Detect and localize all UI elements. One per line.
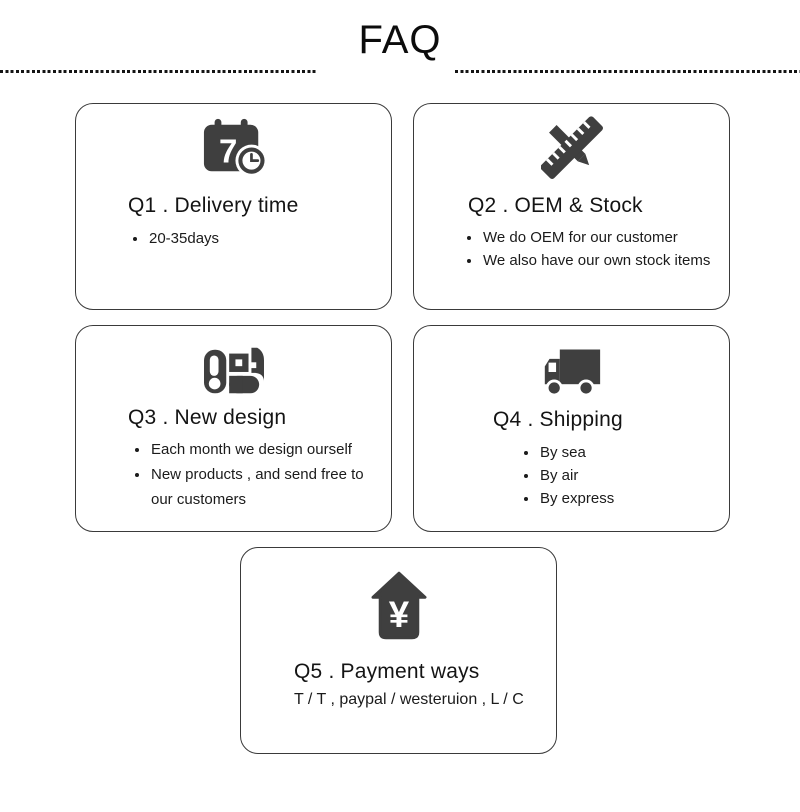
blueprint-icon xyxy=(76,346,391,396)
faq-card-oem-stock: Q2 . OEM & Stock We do OEM for our custo… xyxy=(413,103,730,310)
card-title: Q5 . Payment ways xyxy=(294,660,480,683)
list-item: New products , and send free to our cust… xyxy=(150,462,383,512)
card-title: Q3 . New design xyxy=(128,406,287,429)
calendar-clock-icon: 7 xyxy=(76,118,391,178)
svg-text:¥: ¥ xyxy=(388,594,409,635)
bullet-list: Each month we design ourself New product… xyxy=(128,437,383,512)
truck-icon xyxy=(414,346,729,398)
list-item: We do OEM for our customer xyxy=(482,226,721,249)
card-title: Q1 . Delivery time xyxy=(128,194,299,217)
bullet-list: We do OEM for our customer We also have … xyxy=(468,226,721,272)
dotted-divider-left xyxy=(0,70,317,73)
faq-card-payment-ways: ¥ Q5 . Payment ways T / T , paypal / wes… xyxy=(240,547,557,754)
faq-card-new-design: Q3 . New design Each month we design our… xyxy=(75,325,392,532)
ruler-pencil-icon xyxy=(414,116,729,180)
card-title: Q4 . Shipping xyxy=(493,408,623,431)
svg-text:7: 7 xyxy=(219,133,237,170)
bullet-list: By sea By air By express xyxy=(493,441,721,510)
list-item: By air xyxy=(539,464,721,487)
dotted-divider-right xyxy=(455,70,800,73)
payment-methods-text: T / T , paypal / westeruion , L / C xyxy=(294,691,524,708)
bullet-list: 20-35days xyxy=(128,227,383,250)
list-item: By express xyxy=(539,487,721,510)
list-item: Each month we design ourself xyxy=(150,437,383,462)
card-title: Q2 . OEM & Stock xyxy=(468,194,643,217)
page-title: FAQ xyxy=(358,18,442,62)
faq-card-delivery-time: 7 Q1 . Delivery time 20-35days xyxy=(75,103,392,310)
faq-card-shipping: Q4 . Shipping By sea By air By express xyxy=(413,325,730,532)
house-yen-icon: ¥ xyxy=(241,570,556,642)
list-item: We also have our own stock items xyxy=(482,249,721,272)
list-item: 20-35days xyxy=(148,227,383,250)
list-item: By sea xyxy=(539,441,721,464)
